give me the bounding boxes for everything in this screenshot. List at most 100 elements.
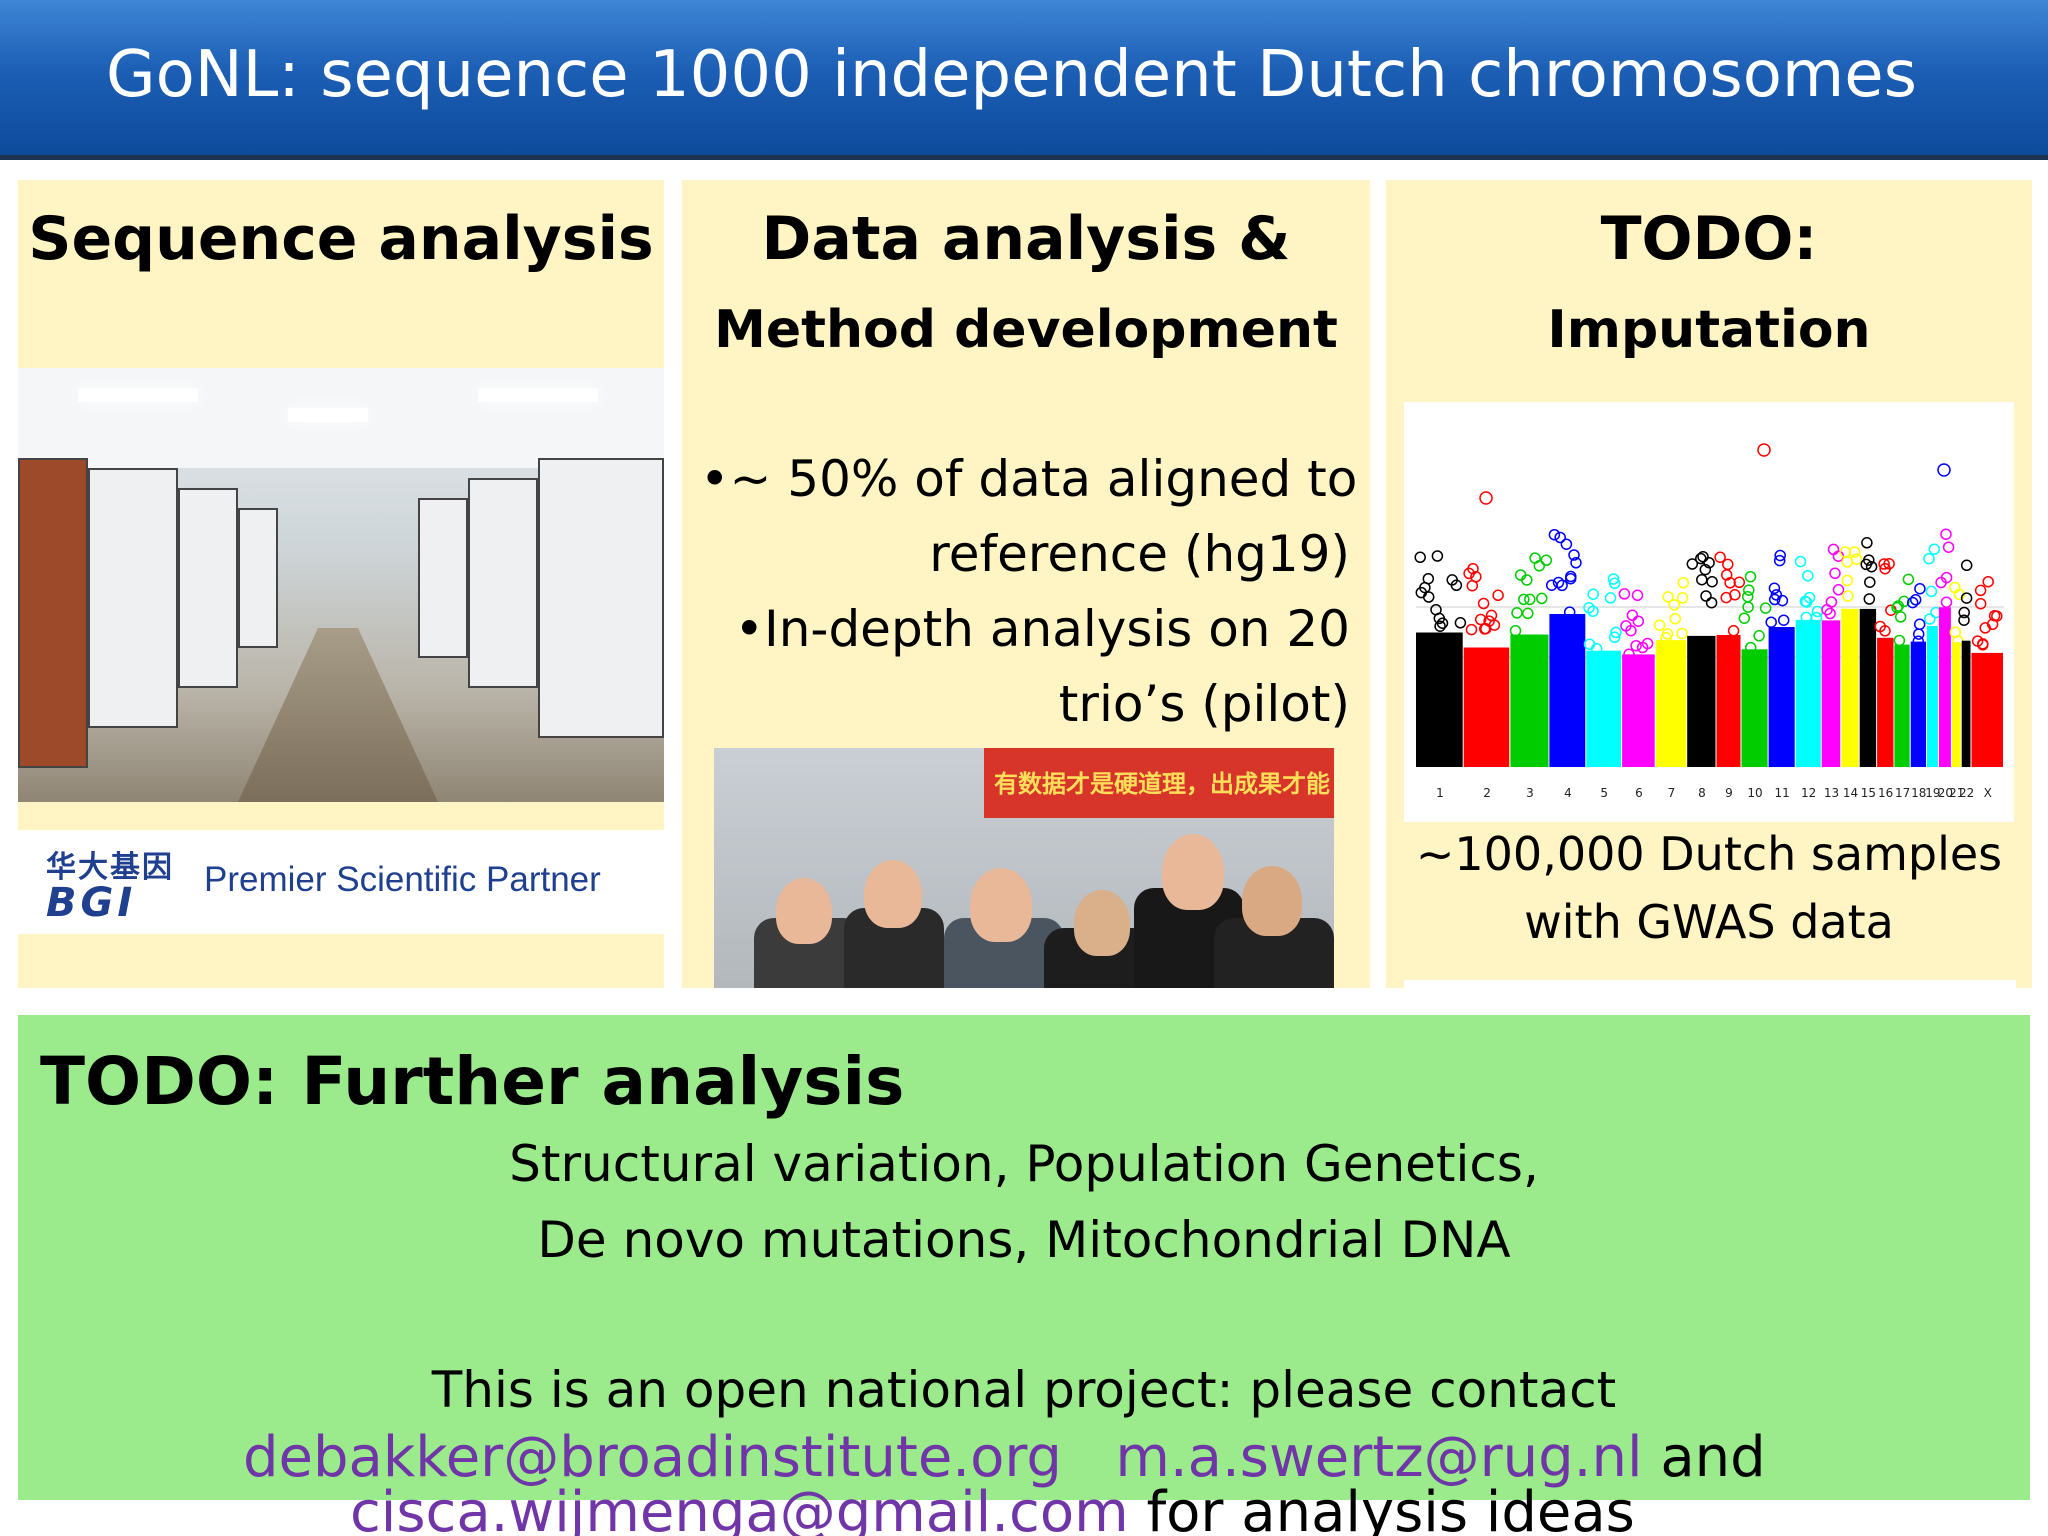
snp-point (1861, 537, 1873, 549)
chromosome-12-points (1795, 619, 1821, 767)
snp-point (1878, 558, 1890, 570)
snp-point (1686, 558, 1699, 570)
sequence-analysis-heading: Sequence analysis (28, 204, 654, 274)
chromosome-14-points (1841, 608, 1859, 767)
chromosome-15-points (1859, 608, 1877, 767)
snp-point (1630, 639, 1642, 652)
email-link-swertz[interactable]: m.a.swertz@rug.nl (1115, 1425, 1643, 1490)
snp-point (1446, 574, 1458, 586)
snp-point (1776, 594, 1789, 607)
snp-point (1940, 571, 1953, 584)
bgi-logo-english: BGI (46, 880, 137, 926)
bullet-line: reference (hg19) (929, 525, 1350, 583)
snp-point (1942, 541, 1955, 553)
snp-point (1879, 562, 1891, 575)
chromosome-tick-label: 6 (1635, 786, 1643, 800)
snp-point (1431, 550, 1444, 562)
snp-point (1480, 622, 1492, 635)
snp-point (1610, 626, 1622, 639)
snp-point (1949, 581, 1961, 594)
snp-point (1960, 592, 1973, 604)
chromosome-21-points (1951, 642, 1961, 767)
snp-point (1986, 618, 1999, 631)
snp-point (1974, 597, 1987, 610)
snp-point (1738, 612, 1751, 624)
caption-line: with GWAS data (1524, 895, 1894, 949)
snp-outlier (1937, 463, 1951, 477)
snp-point (1554, 531, 1566, 544)
snp-point (1810, 611, 1823, 624)
snp-point (1773, 554, 1786, 567)
snp-point (1677, 577, 1690, 589)
chromosome-tick-label: 19 (1925, 786, 1940, 800)
email-link-wijmenga[interactable]: cisca.wijmenga@gmail.com (350, 1480, 1129, 1536)
snp-point (1842, 590, 1854, 602)
snp-point (1741, 590, 1754, 603)
snp-point (1928, 543, 1941, 555)
snp-point (1832, 584, 1845, 596)
snp-point (1940, 596, 1953, 608)
snp-point (1863, 593, 1876, 605)
chromosome-11-points (1768, 627, 1795, 767)
chromosome-tick-label: 5 (1600, 786, 1608, 800)
further-analysis-panel: TODO: Further analysis Structural variat… (18, 1015, 2030, 1500)
snp-point (1768, 582, 1781, 595)
chromosome-X-points (1971, 652, 2003, 767)
snp-point (1560, 538, 1573, 550)
snp-point (1414, 551, 1426, 564)
snp-point (1727, 625, 1740, 637)
team-photo: 有数据才是硬道理，出成果才能 (714, 748, 1334, 988)
slide-header: GoNL: sequence 1000 independent Dutch ch… (0, 0, 2048, 160)
contact-emails-continued: cisca.wijmenga@gmail.com for analysis id… (350, 1480, 1635, 1536)
sequence-analysis-panel: Sequence analysis 华大基因 BGI Premier Scien… (18, 180, 664, 988)
chromosome-4-points (1549, 614, 1586, 767)
snp-point (1636, 641, 1649, 654)
snp-point (1714, 551, 1726, 563)
snp-point (1914, 582, 1926, 595)
snp-point (1720, 591, 1732, 604)
chromosome-9-points (1716, 635, 1741, 767)
snp-point (1879, 625, 1891, 637)
chromosome-tick-label: 2 (1483, 786, 1491, 800)
contact-emails: debakker@broadinstitute.org m.a.swertz@r… (243, 1425, 1766, 1490)
chromosome-tick-label: 10 (1747, 786, 1762, 800)
snp-point (1587, 588, 1599, 600)
tail-text: for analysis ideas (1146, 1480, 1635, 1536)
snp-point (1753, 630, 1765, 642)
snp-point (1863, 554, 1875, 566)
snp-point (1608, 631, 1621, 644)
chromosome-tick-label: 15 (1861, 786, 1876, 800)
data-analysis-panel: Data analysis & Method development •~ 50… (682, 180, 1370, 988)
snp-point (1864, 576, 1876, 588)
contact-intro: This is an open national project: please… (431, 1361, 1617, 1419)
snp-point (1669, 612, 1682, 625)
snp-point (1433, 612, 1446, 625)
snp-point (1744, 641, 1757, 654)
snp-outlier (1479, 491, 1493, 505)
chromosome-1-points (1416, 632, 1463, 767)
snp-point (1892, 600, 1905, 612)
snp-point (1841, 574, 1854, 587)
snp-point (1454, 617, 1467, 629)
chromosome-tick-label: 4 (1564, 786, 1572, 800)
snp-point (1623, 648, 1635, 661)
chromosome-tick-label: 8 (1698, 786, 1706, 800)
snp-point (1912, 635, 1925, 648)
chromosome-tick-label: 22 (1959, 786, 1974, 800)
chromosome-18-points (1910, 641, 1926, 767)
snp-point (1618, 588, 1631, 600)
snp-point (1703, 556, 1715, 569)
snp-point (1625, 624, 1637, 637)
and-text: and (1660, 1425, 1766, 1490)
snp-point (1982, 575, 1994, 588)
snp-point (1722, 558, 1734, 571)
snp-point (1960, 559, 1973, 572)
chromosome-20-points (1938, 607, 1951, 767)
email-link-debakker[interactable]: debakker@broadinstitute.org (243, 1425, 1062, 1490)
snp-point (1608, 577, 1621, 590)
snp-point (1891, 601, 1903, 614)
snp-point (1824, 607, 1836, 620)
snp-point (1827, 543, 1840, 556)
slide-title: GoNL: sequence 1000 independent Dutch ch… (106, 38, 1917, 112)
